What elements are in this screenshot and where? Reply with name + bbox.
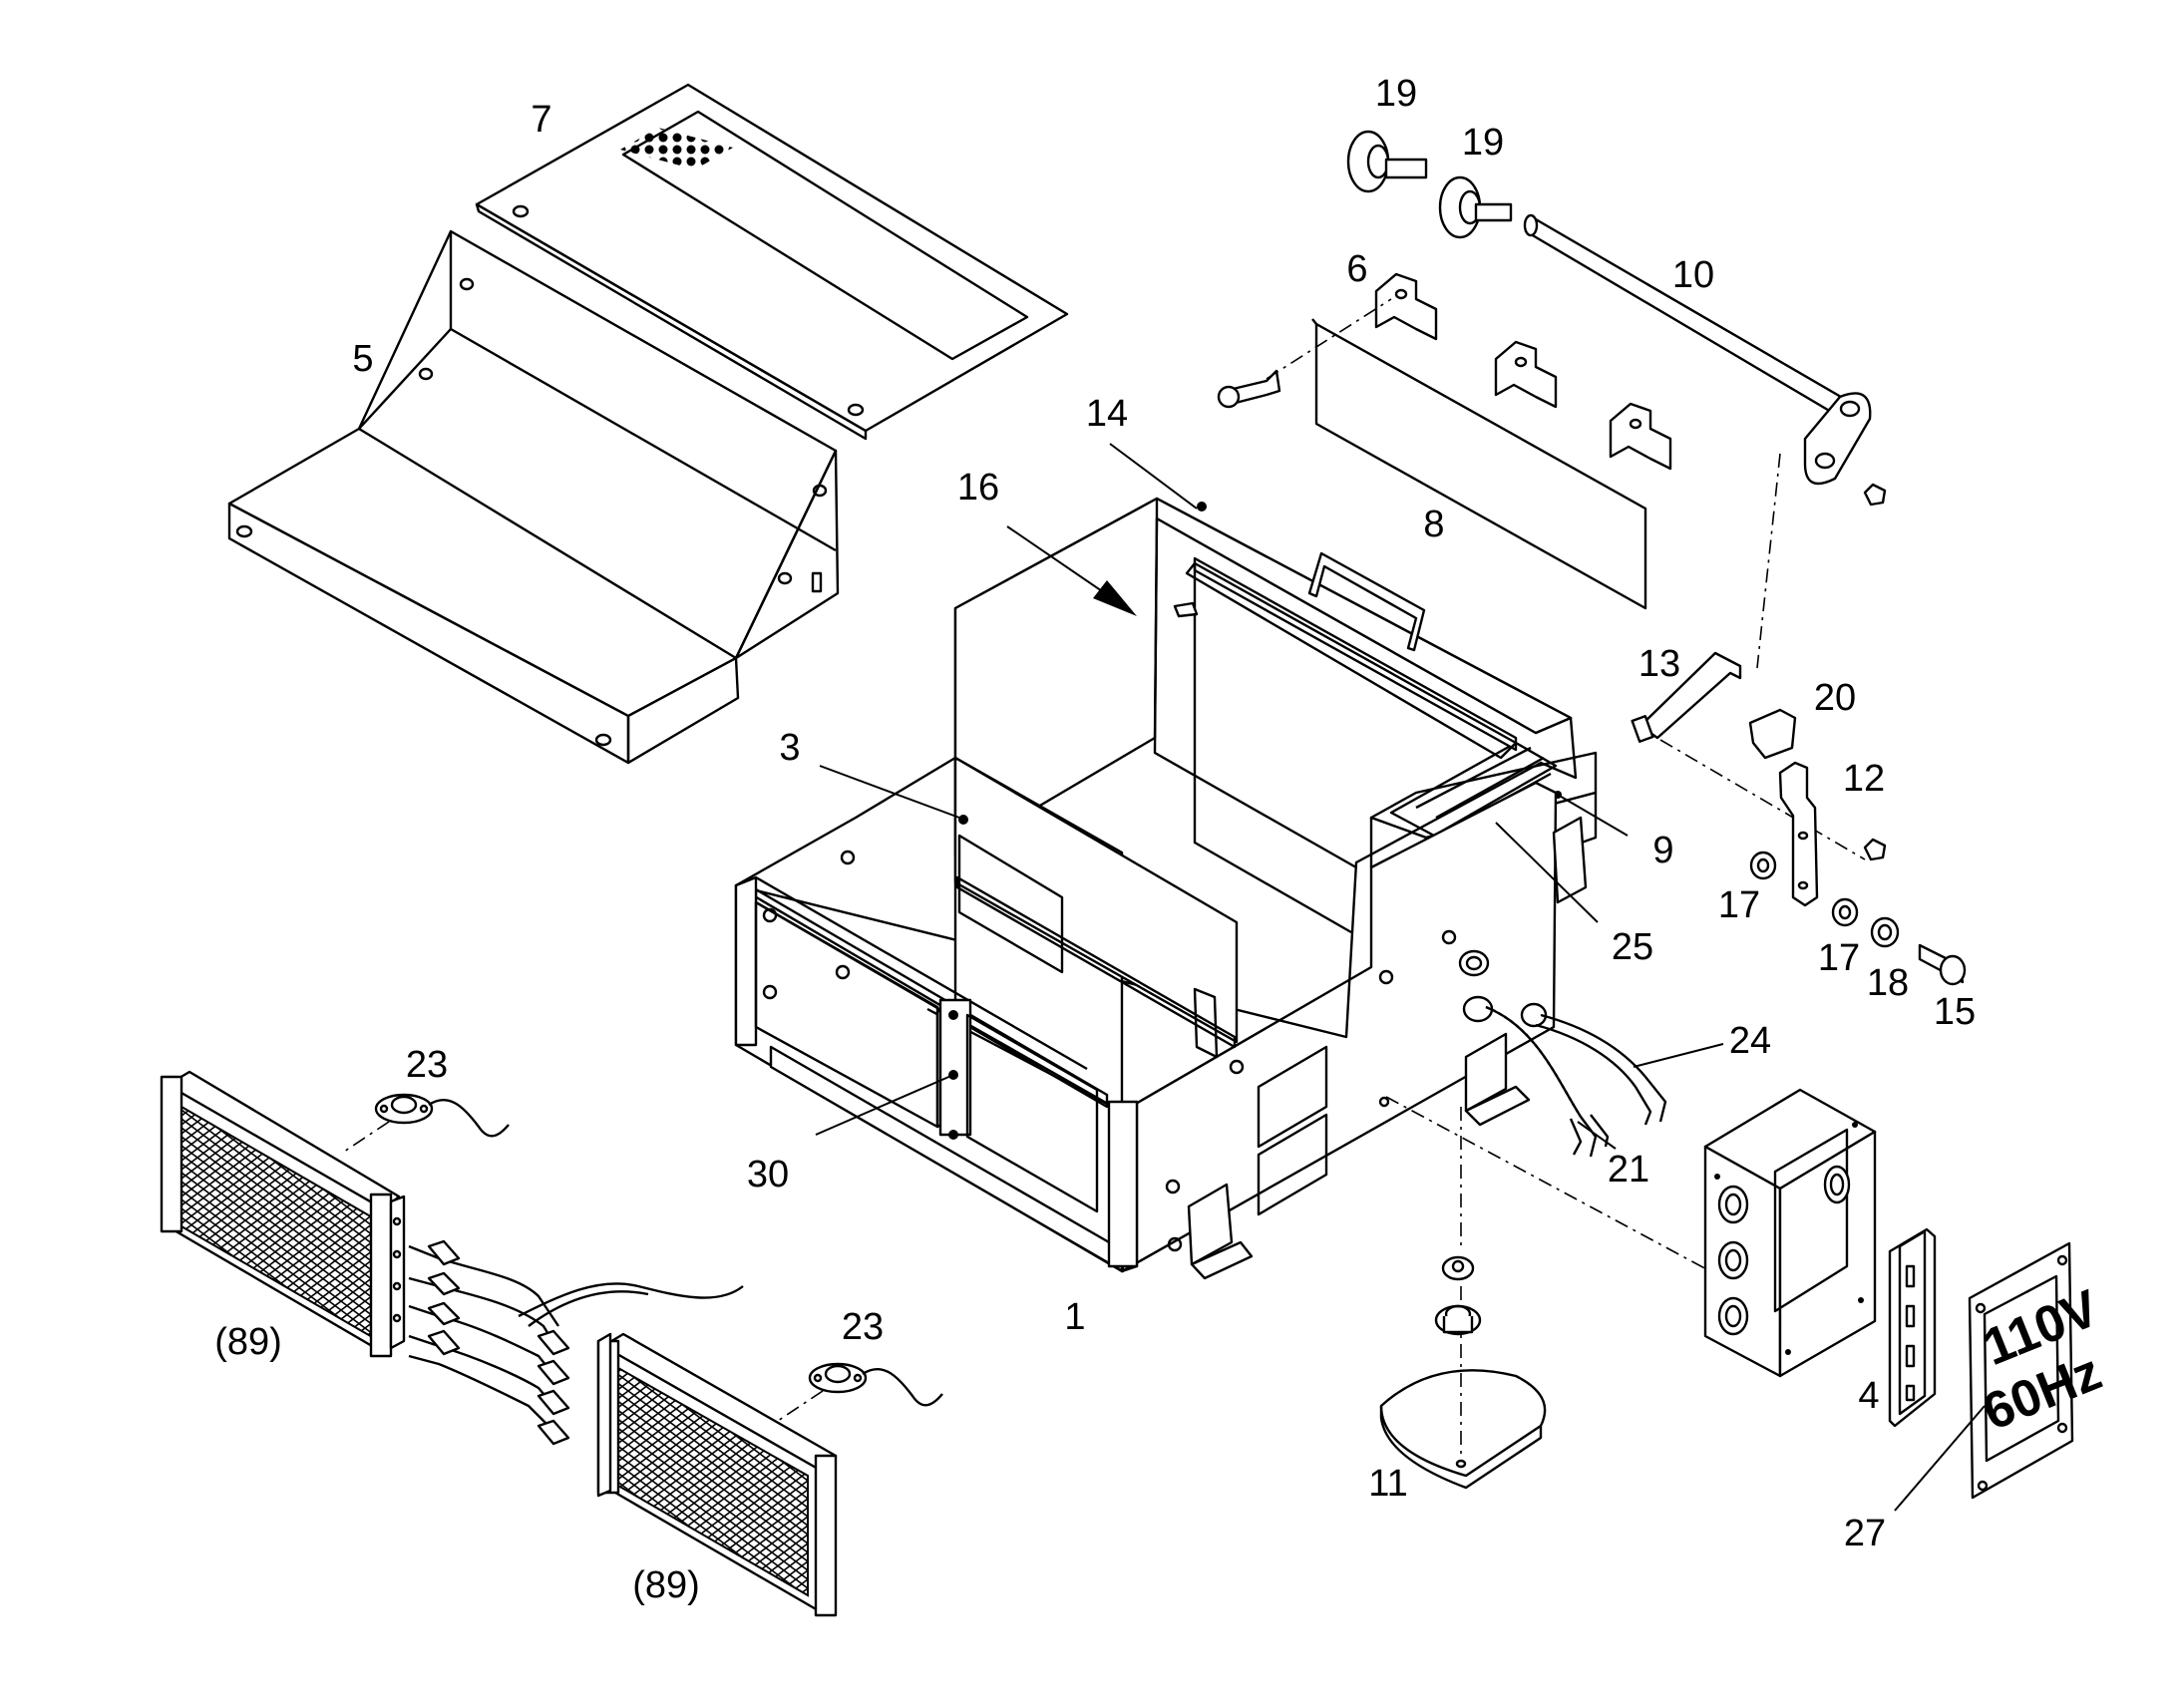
- callout-25: 25: [1612, 926, 1653, 968]
- callout-19-right: 19: [1462, 122, 1504, 164]
- callout-9: 9: [1652, 830, 1673, 871]
- callout-30: 30: [747, 1154, 789, 1196]
- electrical-junction-box: [1703, 1088, 1877, 1378]
- callout-6: 6: [1346, 248, 1367, 290]
- foot-pad: [1379, 1255, 1547, 1490]
- callout-12: 12: [1843, 758, 1885, 800]
- callout-4: 4: [1858, 1375, 1879, 1417]
- din-rail: [1888, 1227, 1937, 1428]
- callout-5: 5: [352, 338, 373, 380]
- callout-7: 7: [531, 99, 551, 141]
- arrow-16: [1006, 525, 1137, 616]
- callout-17-right: 17: [1818, 937, 1860, 979]
- heater-wiring: [408, 1239, 744, 1446]
- callout-3: 3: [779, 727, 800, 769]
- crank-handle: [1631, 651, 1866, 860]
- callout-10: 10: [1672, 254, 1714, 296]
- callout-13: 13: [1638, 643, 1680, 685]
- thermostat-right: [777, 1362, 943, 1422]
- lever-hardware: [1748, 708, 1967, 986]
- cables: [1460, 995, 1667, 1246]
- callout-18: 18: [1867, 962, 1909, 1004]
- callout-1: 1: [1064, 1296, 1085, 1338]
- callout-27: 27: [1844, 1513, 1886, 1554]
- callout-15: 15: [1934, 991, 1976, 1033]
- callout-19-left: 19: [1375, 73, 1417, 115]
- side-cover-panel: [227, 229, 840, 765]
- callout-14: 14: [1086, 393, 1128, 435]
- callout-24: 24: [1729, 1020, 1771, 1062]
- callout-23-left: 23: [406, 1044, 448, 1086]
- callout-11: 11: [1368, 1463, 1407, 1505]
- callout-16: 16: [957, 467, 999, 509]
- heater-element-left: [160, 1070, 406, 1358]
- main-housing: [734, 497, 1711, 1280]
- leader-lines: [815, 443, 1986, 1512]
- bracket-plate: [1217, 272, 1672, 610]
- callout-17-left: 17: [1718, 884, 1760, 926]
- callout-23-right: 23: [842, 1306, 884, 1348]
- callout-89-left: (89): [214, 1321, 282, 1363]
- top-cover-plate: [475, 83, 1069, 441]
- callout-8: 8: [1423, 504, 1444, 545]
- callout-21: 21: [1608, 1149, 1649, 1191]
- roller-assembly: [1346, 130, 1887, 669]
- callout-20: 20: [1814, 677, 1856, 719]
- callout-89-right: (89): [632, 1564, 700, 1606]
- callout-labels: 7 5 19 19 6 10 14 16 8 13 20 3 12 9 17 2…: [214, 73, 1976, 1606]
- heater-element-right: [596, 1332, 838, 1617]
- voltage-plate: 110V 60Hz: [1968, 1241, 2109, 1500]
- thermostat-left: [343, 1093, 510, 1153]
